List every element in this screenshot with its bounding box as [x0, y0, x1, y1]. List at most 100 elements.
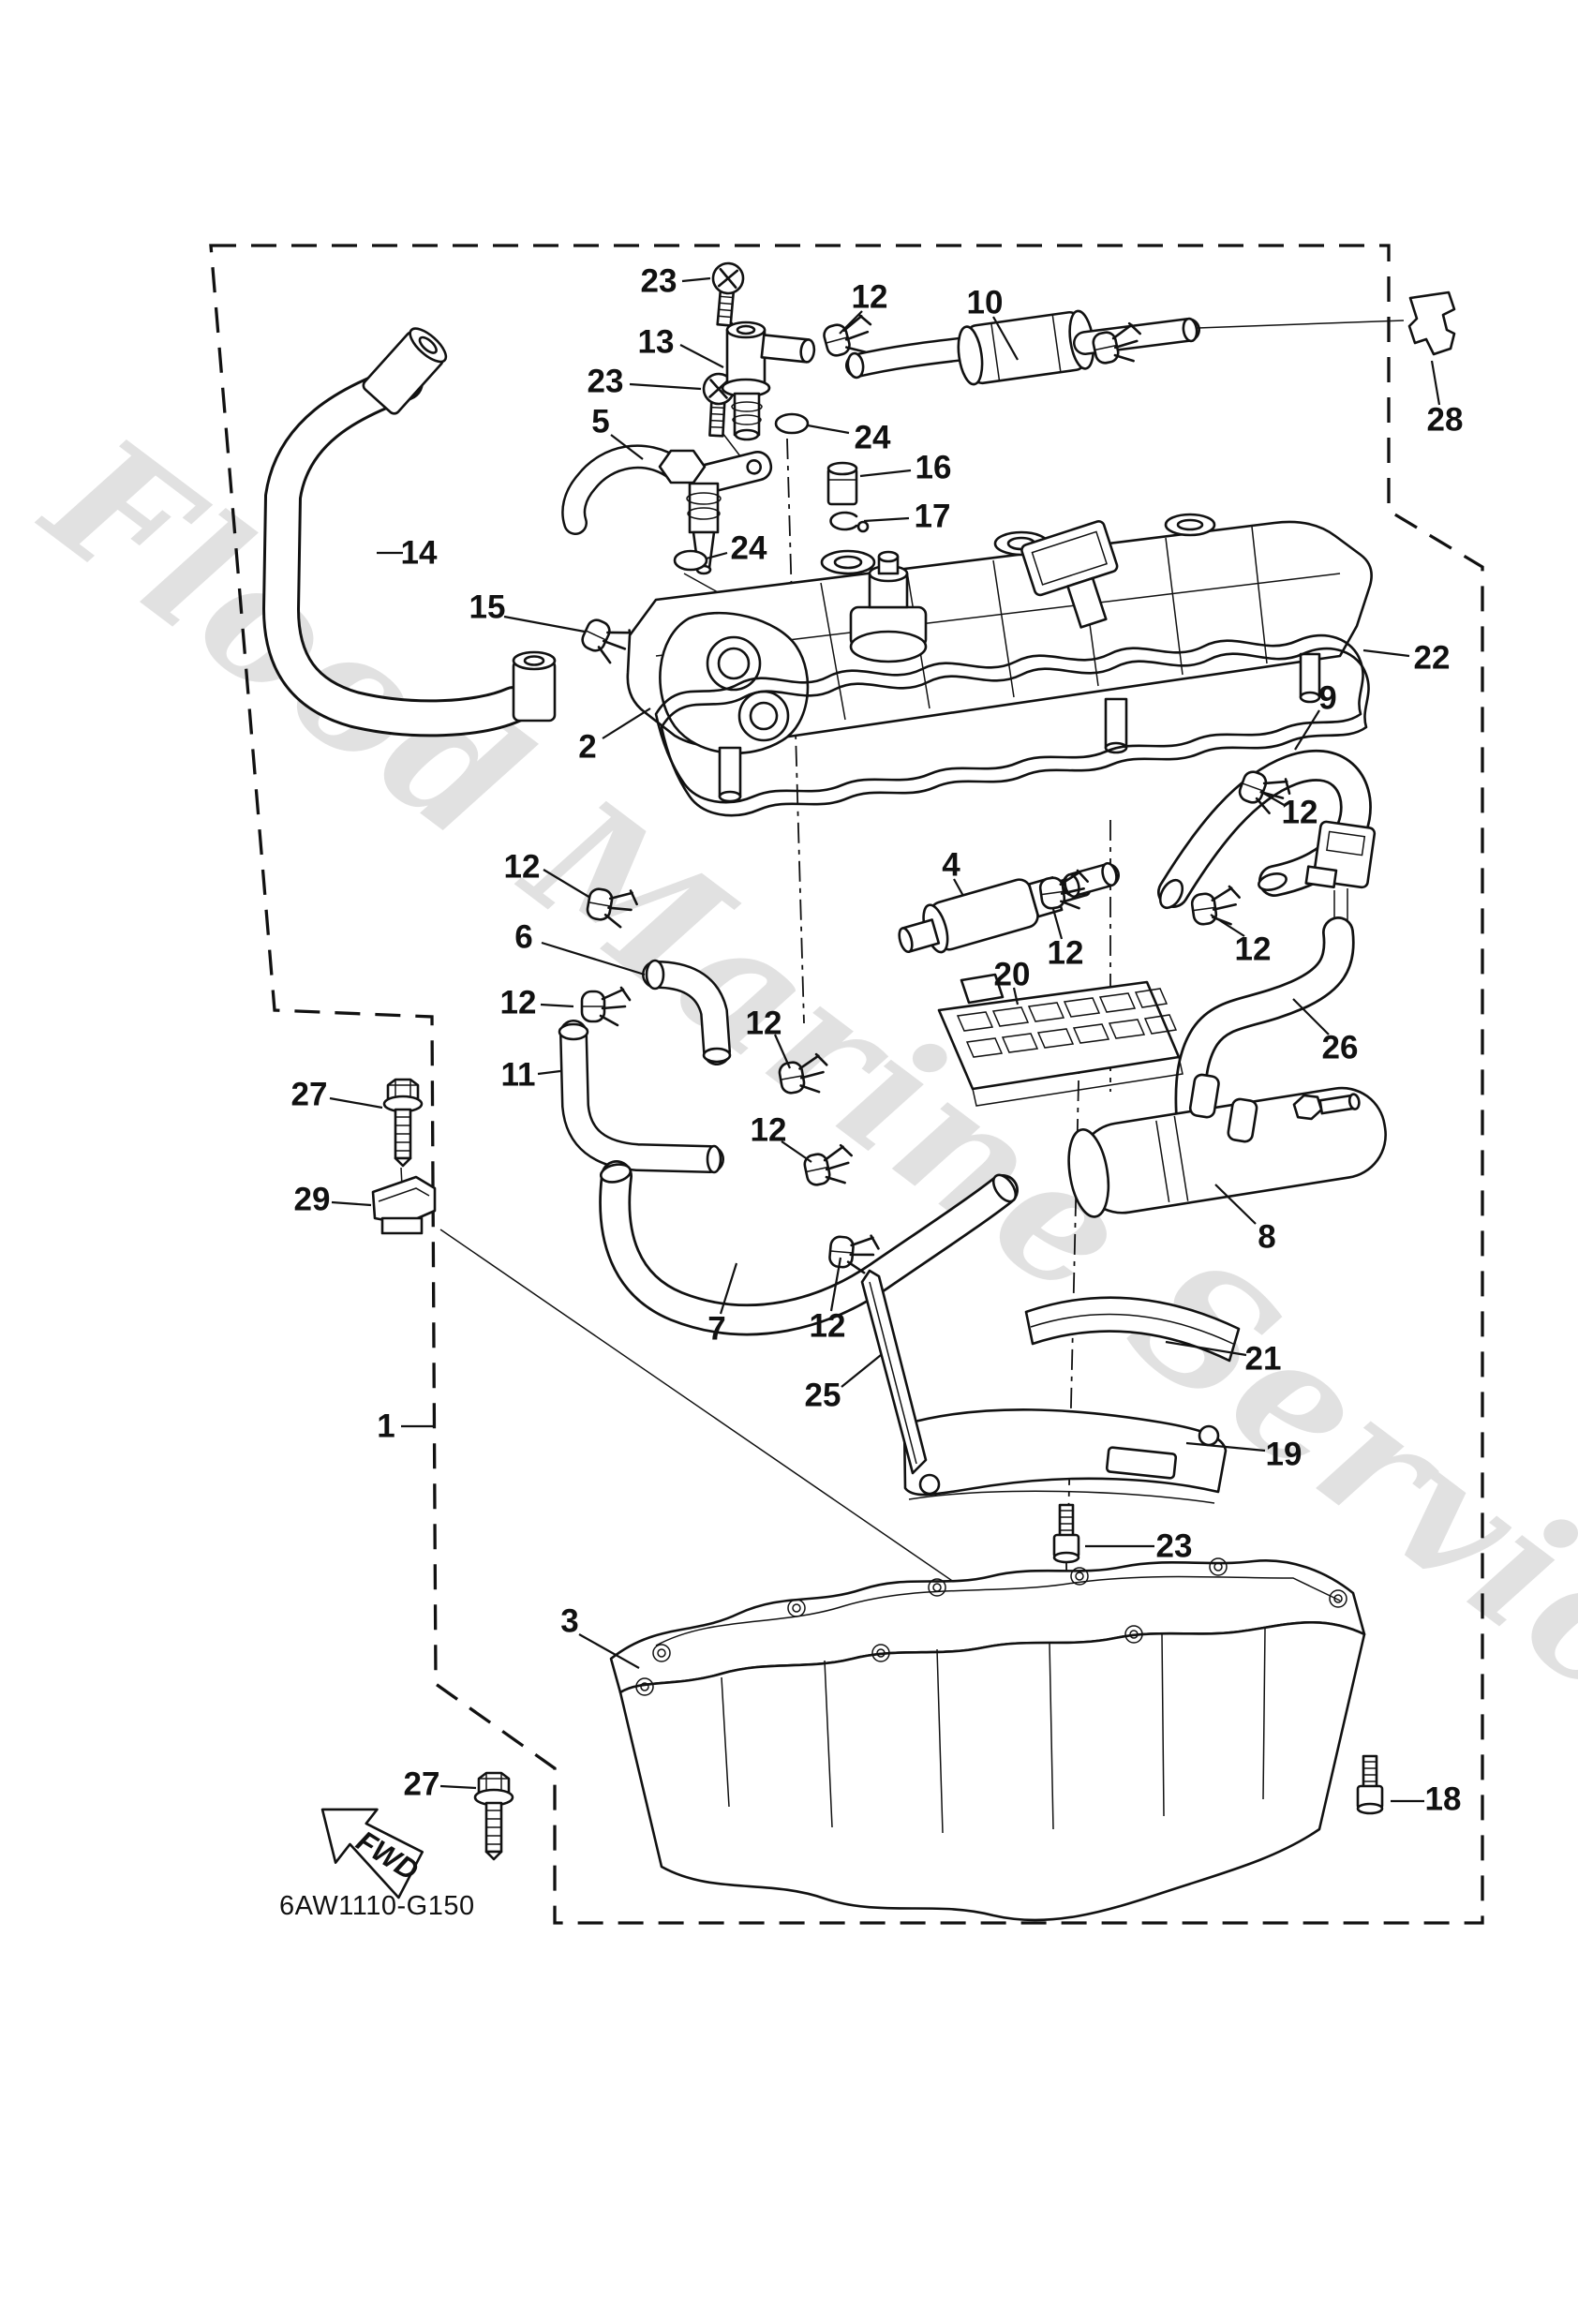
leader-22	[1362, 648, 1410, 658]
leader-12-g	[1051, 908, 1064, 940]
leader-23-mid	[629, 382, 702, 391]
part-11-hose	[558, 1020, 724, 1174]
callout-29: 29	[294, 1182, 331, 1218]
part-26-hose	[1174, 820, 1377, 1146]
part-19-bracket	[902, 1408, 1228, 1504]
part-24-oring-b	[673, 549, 708, 572]
callout-11: 11	[501, 1057, 536, 1094]
leader-7	[719, 1262, 738, 1315]
leader-24-a	[807, 424, 850, 435]
leader-28	[1430, 360, 1441, 406]
leader-12-i	[1260, 791, 1287, 807]
callout-14: 14	[401, 535, 438, 572]
leader-4	[953, 878, 964, 897]
callout-12-i: 12	[1282, 795, 1318, 831]
callout-6: 6	[514, 919, 532, 956]
callout-12-g: 12	[1048, 935, 1084, 972]
part-14-breather-hose	[261, 327, 557, 737]
leader-20	[1012, 987, 1020, 1006]
leader-8	[1214, 1184, 1257, 1225]
leader-12-h	[1210, 914, 1245, 937]
callout-23-top: 23	[641, 263, 677, 300]
callout-12-top: 12	[852, 279, 888, 316]
leader-25	[841, 1354, 882, 1388]
leader-3	[578, 1633, 640, 1669]
part-2-intake-assembly	[626, 513, 1373, 803]
callout-2: 2	[578, 729, 596, 766]
callout-19: 19	[1266, 1437, 1303, 1473]
part-25-strip	[860, 1269, 928, 1475]
callout-7: 7	[707, 1311, 725, 1348]
part-5-joint-pipe	[561, 444, 773, 575]
part-18-bolt	[1356, 1754, 1384, 1815]
assembly-boundary-dashed-box	[209, 244, 1484, 1925]
callout-12-e: 12	[751, 1112, 787, 1149]
leader-6	[541, 941, 646, 976]
callout-9: 9	[1318, 680, 1336, 717]
leader-15	[503, 615, 586, 633]
leader-19	[1185, 1441, 1266, 1452]
leader-21	[1165, 1340, 1247, 1357]
leader-27-b	[439, 1784, 477, 1790]
callout-8: 8	[1258, 1219, 1275, 1256]
diagram-artwork: FWD 6AW1110-G150	[261, 261, 1456, 1922]
callout-12-h: 12	[1235, 931, 1272, 968]
leader-12-d	[773, 1034, 792, 1069]
callout-20: 20	[994, 957, 1031, 993]
callout-16: 16	[916, 450, 952, 486]
callout-5: 5	[591, 404, 609, 440]
callout-18: 18	[1425, 1781, 1462, 1818]
callout-25: 25	[805, 1378, 841, 1414]
leader-5	[610, 434, 644, 460]
callout-22: 22	[1414, 640, 1451, 677]
callout-10: 10	[967, 285, 1004, 321]
part-3-oil-pan	[609, 1557, 1366, 1922]
part-code: 6AW1110-G150	[279, 1891, 475, 1921]
part-28-clip	[1407, 290, 1456, 356]
part-8-fuel-pump	[1067, 1073, 1387, 1218]
callout-12-f: 12	[810, 1308, 846, 1345]
part-16-collar	[826, 461, 858, 506]
part-17-clip	[829, 511, 870, 533]
leader-13	[679, 344, 724, 368]
part-12-clamp	[1189, 884, 1244, 931]
part-13-joint	[721, 320, 816, 441]
part-23-screw-bottom	[1052, 1503, 1080, 1564]
leader-16	[859, 469, 912, 478]
callout-24-b: 24	[731, 530, 767, 567]
callout-15: 15	[469, 589, 506, 626]
callout-4: 4	[942, 847, 960, 884]
part-6-hose	[642, 959, 732, 1065]
callout-1: 1	[377, 1408, 394, 1445]
callout-13: 13	[638, 324, 675, 361]
part-21-bracket	[1024, 1296, 1241, 1363]
part-27-bolt-a	[382, 1078, 424, 1168]
leader-lines	[329, 276, 1441, 1803]
part-20-bracket	[937, 973, 1184, 1107]
leader-27-a	[329, 1096, 383, 1110]
part-27-bolt-b	[473, 1771, 514, 1861]
leader-29	[331, 1200, 372, 1207]
part-7-hose	[599, 1160, 1019, 1336]
part-24-oring-a	[774, 412, 810, 435]
callout-28: 28	[1427, 402, 1464, 439]
part-10-fuel-hose	[845, 309, 1405, 386]
callout-27-a: 27	[291, 1077, 328, 1113]
part-23-screw-top	[707, 261, 746, 328]
callout-23-mid: 23	[588, 364, 624, 400]
leader-12-top	[839, 310, 863, 335]
leader-9	[1294, 709, 1320, 751]
leader-11	[537, 1069, 561, 1076]
callout-23-bottom: 23	[1156, 1528, 1193, 1565]
part-29-bracket	[371, 1175, 437, 1235]
callout-24-a: 24	[855, 420, 891, 456]
leader-26	[1292, 998, 1330, 1035]
leader-24-b	[706, 551, 728, 560]
leader-17	[863, 516, 910, 523]
callout-26: 26	[1322, 1030, 1359, 1066]
leader-12-f	[829, 1257, 842, 1312]
leader-12-e	[781, 1140, 812, 1163]
leader-23-top	[681, 276, 711, 283]
